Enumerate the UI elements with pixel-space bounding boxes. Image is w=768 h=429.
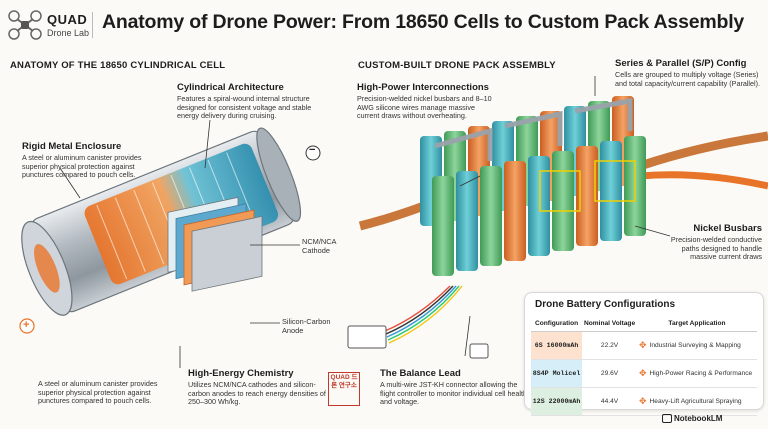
table-row: 12S 22000mAh 44.4V ✥ Heavy-Lift Agricult… [531,387,757,416]
cylindrical-text: Features a spiral-wound internal structu… [177,94,312,121]
chemistry-text: Utilizes NCM/NCA cathodes and silicon-ca… [188,380,326,407]
anode-label: Silicon-Carbon Anode [282,317,331,335]
enclosure-text: A steel or aluminum canister provides su… [22,153,142,180]
config-table: Configuration Nominal Voltage Target App… [531,316,757,416]
balance-wires [384,285,463,344]
application-cell: ✥ Industrial Surveying & Mapping [637,331,757,360]
interconnects-callout: High-Power Interconnections Precision-we… [357,82,497,121]
enclosure-callout: Rigid Metal Enclosure A steel or aluminu… [22,141,142,180]
sp-config-title: Series & Parallel (S/P) Config [615,58,747,69]
cylindrical-callout: Cylindrical Architecture Features a spir… [177,82,327,121]
application-text: High-Power Racing & Performance [649,370,753,377]
footer-brand: NotebookLM [674,414,723,423]
cell-grid [420,96,646,276]
header-divider [92,12,93,38]
cell-illustration [19,119,321,368]
balance-title: The Balance Lead [380,368,461,379]
brand-name: QUAD [47,12,88,27]
balance-text: A multi-wire JST-KH connector allowing t… [380,380,528,407]
cylindrical-title: Cylindrical Architecture [177,82,284,93]
config-cell: 8S4P Molicel [531,359,583,388]
config-cell: 12S 22000mAh [531,387,583,416]
lab-stamp: QUAD 드론 연구소 [328,372,360,406]
busbars-callout: Nickel Busbars Precision-welded conducti… [660,223,762,262]
voltage-cell: 29.6V [582,359,637,388]
balance-lead-callout: The Balance Lead A multi-wire JST-KH con… [380,368,530,407]
notebook-icon [662,414,672,423]
plus-terminal-icon: + [23,319,30,331]
enclosure-title: Rigid Metal Enclosure [22,141,122,152]
chemistry-title: High-Energy Chemistry [188,368,294,379]
table-row: 6S 16000mAh 22.2V ✥ Industrial Surveying… [531,331,757,360]
chemistry-callout: High-Energy Chemistry Utilizes NCM/NCA c… [188,368,328,407]
application-text: Industrial Surveying & Mapping [649,342,741,349]
busbars [434,98,633,161]
busbars-text: Precision-welded conductive paths design… [670,235,762,262]
busbars-title: Nickel Busbars [693,223,762,234]
page-title: Anatomy of Drone Power: From 18650 Cells… [102,11,745,33]
header-configuration: Configuration [531,316,583,332]
sp-config-callout: Series & Parallel (S/P) Config Cells are… [615,58,765,88]
sp-config-text: Cells are grouped to multiply voltage (S… [615,70,761,88]
cathode-label: NCM/NCA Cathode [302,237,337,255]
voltage-cell: 22.2V [582,331,637,360]
right-section-title: CUSTOM-BUILT DRONE PACK ASSEMBLY [358,60,556,71]
table-row: 8S4P Molicel 29.6V ✥ High-Power Racing &… [531,359,757,388]
interconnects-title: High-Power Interconnections [357,82,489,93]
pack-illustration [347,76,768,359]
header-voltage: Nominal Voltage [582,316,637,332]
jst-connector [347,325,387,349]
main-wire-right [638,131,768,171]
drone-icon: ✥ [639,396,647,406]
drone-icon: ✥ [639,340,647,350]
application-cell: ✥ Heavy-Lift Agricultural Spraying [637,387,757,416]
header-application: Target Application [637,316,757,332]
left-section-title: ANATOMY OF THE 18650 CYLINDRICAL CELL [10,60,226,71]
application-text: Heavy-Lift Agricultural Spraying [649,398,742,405]
drone-logo-icon [8,10,42,40]
application-cell: ✥ High-Power Racing & Performance [637,359,757,388]
interconnects-text: Precision-welded nickel busbars and 8–10… [357,94,492,121]
config-cell: 6S 16000mAh [531,331,583,360]
config-table-card: Drone Battery Configurations Configurati… [524,292,764,416]
voltage-cell: 44.4V [582,387,637,416]
config-table-title: Drone Battery Configurations [535,299,676,310]
header: QUAD Drone Lab Anatomy of Drone Power: F… [0,0,768,50]
minus-terminal-icon: − [309,144,316,156]
electrode-layers [167,196,263,292]
drone-icon: ✥ [639,368,647,378]
table-header-row: Configuration Nominal Voltage Target App… [531,316,757,332]
brand-subtitle: Drone Lab [47,28,90,38]
bottom-note: A steel or aluminum canister provides su… [38,379,158,406]
